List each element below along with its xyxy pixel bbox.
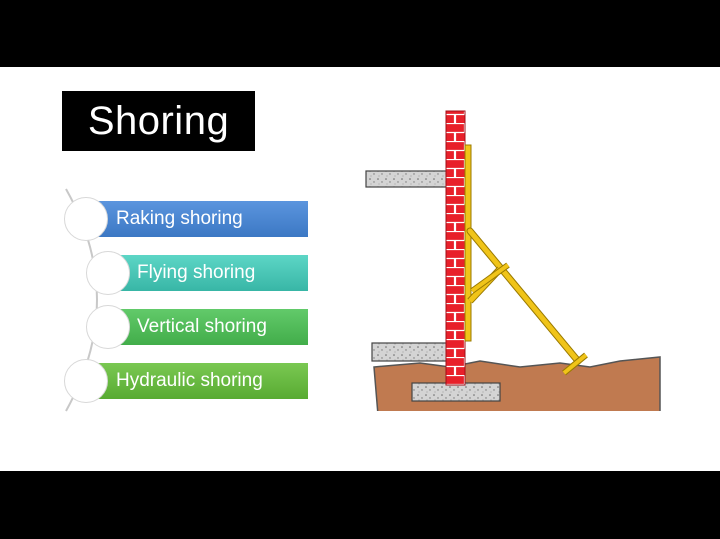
raking-shoring-diagram [365, 110, 661, 411]
brick-wall [445, 110, 466, 386]
wall-plate [464, 144, 472, 342]
list-item-vertical-shoring: Vertical shoring [107, 309, 308, 345]
shoring-types-list: Raking shoring Flying shoring Vertical s… [0, 67, 340, 471]
wall-footing [411, 382, 501, 402]
list-item-raking-shoring: Raking shoring [85, 201, 308, 237]
list-bullet-circle [64, 359, 108, 403]
list-bullet-circle [86, 305, 130, 349]
list-bullet-circle [64, 197, 108, 241]
list-item-flying-shoring: Flying shoring [107, 255, 308, 291]
list-item-hydraulic-shoring: Hydraulic shoring [85, 363, 308, 399]
slide-title: Shoring [62, 91, 255, 151]
slide: Shoring Raking shoring Flying shoring Ve… [0, 67, 720, 471]
list-item-label: Flying shoring [137, 262, 256, 283]
list-item-label: Hydraulic shoring [116, 370, 263, 391]
list-item-label: Raking shoring [116, 208, 243, 229]
lower-floor-slab [371, 342, 448, 362]
list-item-label: Vertical shoring [137, 316, 267, 337]
list-bullet-circle [86, 251, 130, 295]
